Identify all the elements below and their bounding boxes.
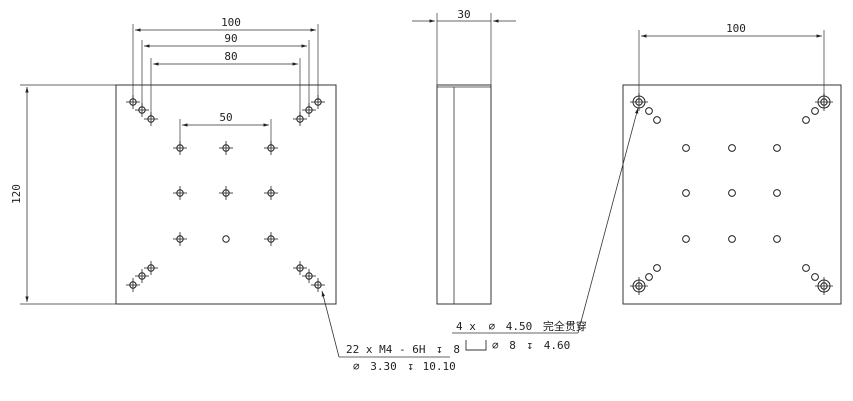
tapped-hole	[219, 141, 233, 155]
front-hole-pattern	[126, 95, 325, 292]
counterbore-hole	[630, 93, 648, 111]
back-plate-outline	[622, 84, 842, 305]
tapped-hole	[144, 261, 158, 275]
dim-label-90: 90	[224, 32, 237, 45]
counterbore-hole	[815, 93, 833, 111]
dim-label-100: 100	[221, 16, 241, 29]
tapped-hole	[311, 278, 325, 292]
tapped-hole	[264, 141, 278, 155]
dimension-width-80: 80	[150, 50, 301, 117]
back-hole	[645, 273, 653, 281]
dimension-width-90: 90	[141, 32, 310, 108]
dim-label-30: 30	[457, 8, 470, 21]
dim-label-back-100: 100	[726, 22, 746, 35]
tapped-hole-line-2: ∅ 3.30 ↧ 10.10	[353, 360, 456, 373]
tapped-hole	[302, 103, 316, 117]
back-hole	[773, 144, 781, 152]
back-hole	[653, 264, 661, 272]
front-plate-outline	[115, 84, 337, 305]
counterbore-hole	[815, 277, 833, 295]
back-hole	[802, 264, 810, 272]
dimension-thickness-30: 30	[412, 8, 516, 85]
dimension-back-width-100: 100	[638, 22, 825, 101]
tapped-hole	[135, 103, 149, 117]
back-hole	[682, 144, 690, 152]
plain-hole	[222, 235, 230, 243]
back-hole	[728, 189, 736, 197]
tapped-hole-callout: 22 x M4 - 6H ↧ 8 ∅ 3.30 ↧ 10.10	[321, 290, 460, 373]
tapped-hole	[311, 95, 325, 109]
back-hole	[773, 189, 781, 197]
dimension-height-120: 120	[10, 84, 116, 305]
side-plate-outline	[436, 84, 492, 305]
through-hole-line-1: 4 x ∅ 4.50 完全贯穿	[456, 319, 587, 333]
tapped-hole	[144, 112, 158, 126]
tapped-hole	[173, 141, 187, 155]
back-hole	[645, 107, 653, 115]
front-view: 120 100 90 80 50	[10, 16, 337, 305]
dim-label-50: 50	[219, 111, 232, 124]
tapped-hole	[135, 269, 149, 283]
tapped-hole	[264, 186, 278, 200]
counterbore-hole	[630, 277, 648, 295]
tapped-hole-line-1: 22 x M4 - 6H ↧ 8	[346, 343, 460, 356]
back-hole	[653, 116, 661, 124]
side-view: 30	[412, 8, 516, 305]
back-hole	[682, 189, 690, 197]
tapped-hole	[173, 186, 187, 200]
through-hole-line-2: ∅ 8 ↧ 4.60	[492, 339, 570, 352]
counterbore-symbol	[465, 340, 487, 351]
back-view: 100	[622, 22, 842, 305]
tapped-hole	[264, 232, 278, 246]
tapped-hole	[219, 186, 233, 200]
back-hole	[728, 144, 736, 152]
back-hole	[802, 116, 810, 124]
back-hole	[728, 235, 736, 243]
dimension-width-100: 100	[132, 16, 319, 101]
tapped-hole	[173, 232, 187, 246]
tapped-hole	[302, 269, 316, 283]
tapped-hole	[126, 278, 140, 292]
dim-label-120: 120	[10, 184, 23, 204]
back-hole-pattern	[630, 93, 833, 295]
dimension-spacing-50: 50	[179, 111, 272, 146]
back-hole	[811, 107, 819, 115]
back-hole	[682, 235, 690, 243]
back-hole	[811, 273, 819, 281]
tapped-hole	[293, 261, 307, 275]
dim-label-80: 80	[224, 50, 237, 63]
back-hole	[773, 235, 781, 243]
tapped-hole	[293, 112, 307, 126]
through-hole-callout: 4 x ∅ 4.50 完全贯穿 ∅ 8 ↧ 4.60	[452, 107, 639, 352]
tapped-hole	[126, 95, 140, 109]
